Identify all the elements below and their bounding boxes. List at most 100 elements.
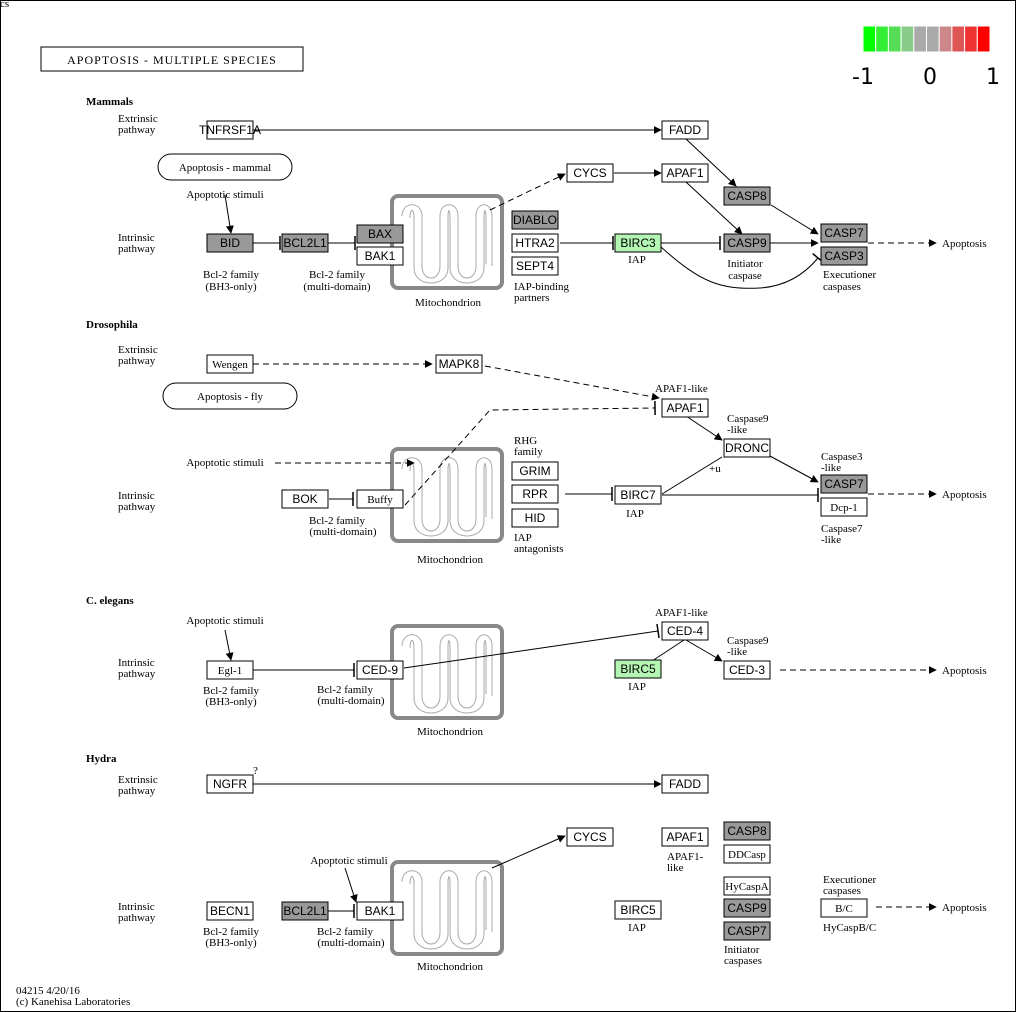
- gene-node-bak1[interactable]: BAK1: [356, 901, 404, 921]
- casp9-like-label-fly-2: -like: [727, 424, 747, 436]
- gene-node-hycaspa[interactable]: HyCaspA: [723, 876, 771, 896]
- mitochondrion-worm: [390, 624, 504, 720]
- gene-node-bcl2l1[interactable]: BCL2L1: [281, 901, 329, 921]
- gene-node-casp7[interactable]: CASP7: [820, 474, 868, 494]
- plus-u-label: +u: [709, 463, 721, 475]
- svg-text:pathway: pathway: [118, 501, 156, 513]
- page-title: APOPTOSIS - MULTIPLE SPECIES: [67, 53, 277, 67]
- pathway-label-mammal-intrinsic: Intrinsic pathway: [118, 232, 156, 255]
- gene-node-bcl2l1[interactable]: BCL2L1: [281, 233, 329, 253]
- gene-node-casp3[interactable]: CASP3: [820, 246, 868, 266]
- iap-binding-label-1: IAP-binding: [514, 281, 570, 293]
- gene-label: BCL2L1: [283, 236, 327, 250]
- stimuli-label-worm: Apoptotic stimuli: [186, 615, 263, 627]
- iap-label-mammal: IAP: [628, 254, 646, 266]
- gene-node-casp7[interactable]: CASP7: [723, 921, 771, 941]
- gene-label: CED-9: [362, 663, 398, 677]
- gene-node-apaf1[interactable]: APAF1: [661, 827, 709, 847]
- gene-node-ngfr[interactable]: NGFR: [206, 774, 254, 794]
- gene-node-ddcasp[interactable]: DDCasp: [723, 844, 771, 864]
- section-elegans: C. elegans: [86, 595, 134, 607]
- gene-label: HTRA2: [515, 236, 555, 250]
- apoptosis-label-fly: Apoptosis: [942, 489, 987, 501]
- gene-node-bc[interactable]: B/C: [820, 898, 868, 918]
- legend-tick-label: 1: [986, 65, 1000, 90]
- legend-swatch: [862, 25, 877, 53]
- multi-label-hydra-2: (multi-domain): [317, 937, 385, 949]
- edges: [224, 126, 937, 918]
- gene-node-wengen[interactable]: Wengen: [206, 354, 254, 374]
- gene-node-bid[interactable]: BID: [206, 233, 254, 253]
- gene-node-dronc[interactable]: DRONC: [723, 438, 771, 458]
- gene-node-ced9[interactable]: CED-9: [356, 660, 404, 680]
- gene-label: HyCaspA: [725, 881, 768, 893]
- gene-node-apaf1[interactable]: APAF1: [661, 163, 709, 183]
- gene-label: MAPK8: [439, 357, 480, 371]
- apoptosis-label-mammal: Apoptosis: [942, 238, 987, 250]
- gene-node-cycs[interactable]: CYCS: [566, 827, 614, 847]
- gene-node-casp9[interactable]: CASP9: [723, 233, 771, 253]
- gene-label: CASP9: [727, 236, 767, 250]
- gene-node-birc3[interactable]: BIRC3: [614, 233, 662, 253]
- gene-node-casp8[interactable]: CASP8: [723, 186, 771, 206]
- gene-node-sept4[interactable]: SEPT4: [511, 256, 559, 276]
- svg-text:Intrinsic: Intrinsic: [118, 901, 155, 913]
- map-link-apoptosis-mammal[interactable]: Apoptosis - mammal: [157, 153, 293, 181]
- gene-node-birc7[interactable]: BIRC7: [614, 485, 662, 505]
- gene-node-bax[interactable]: BAX: [356, 224, 404, 244]
- gene-label: GRIM: [519, 464, 550, 478]
- pathway-label-hydra-intrinsic: Intrinsic pathway: [118, 901, 156, 924]
- svg-text:Intrinsic: Intrinsic: [118, 232, 155, 244]
- gene-node-tnfrsf1a[interactable]: TNFRSF1A: [199, 120, 261, 140]
- gene-node-hid[interactable]: HID: [511, 508, 559, 528]
- gene-node-buffy[interactable]: Buffy: [356, 489, 404, 509]
- gene-node-casp7[interactable]: CASP7: [820, 223, 868, 243]
- gene-node-rpr[interactable]: RPR: [511, 484, 559, 504]
- gene-node-casp9[interactable]: CASP9: [723, 898, 771, 918]
- pathway-label-mammal-extrinsic: Extrinsic pathway: [118, 113, 158, 136]
- hycaspbc-label: HyCaspB/C: [823, 922, 876, 934]
- gene-node-birc5[interactable]: BIRC5: [614, 900, 662, 920]
- gene-node-bok[interactable]: BOK: [281, 489, 329, 509]
- executioner-label-mammal-1: Executioner: [823, 269, 876, 281]
- gene-node-cycs[interactable]: CYCS: [566, 163, 614, 183]
- multi-label-worm-1: Bcl-2 family: [317, 684, 373, 696]
- executioner-label-hydra-2: caspases: [823, 885, 861, 897]
- gene-label: CASP7: [727, 924, 767, 938]
- initiator-label-mammal-1: Initiator: [727, 258, 763, 270]
- gene-node-birc5[interactable]: BIRC5: [614, 659, 662, 679]
- multi-label-worm-2: (multi-domain): [317, 695, 385, 707]
- corner-label: cs: [0, 0, 9, 10]
- gene-node-casp8[interactable]: CASP8: [723, 821, 771, 841]
- gene-label: APAF1: [666, 830, 703, 844]
- gene-node-ced3[interactable]: CED-3: [723, 660, 771, 680]
- legend-swatch: [875, 25, 889, 53]
- gene-node-fadd[interactable]: FADD: [661, 120, 709, 140]
- gene-node-mapk8[interactable]: MAPK8: [435, 354, 483, 374]
- gene-node-becn1[interactable]: BECN1: [206, 901, 254, 921]
- legend-tick-label: 0: [923, 65, 937, 90]
- gene-node-grim[interactable]: GRIM: [511, 461, 559, 481]
- gene-label: BIRC5: [620, 662, 656, 676]
- gene-node-apaf1[interactable]: APAF1: [661, 398, 709, 418]
- gene-node-diablo[interactable]: DIABLO: [511, 210, 559, 230]
- multi-label-fly-1: Bcl-2 family: [309, 515, 365, 527]
- bh3-label-mammal-2: (BH3-only): [205, 281, 257, 293]
- pathway-label-fly-extrinsic: Extrinsic pathway: [118, 344, 158, 367]
- gene-label: APAF1: [666, 401, 703, 415]
- casp7-like-label-1: Caspase7: [821, 523, 863, 535]
- legend-swatch: [900, 25, 915, 53]
- gene-node-egl1[interactable]: Egl-1: [206, 660, 254, 680]
- apaf1-like-label-fly: APAF1-like: [655, 383, 708, 395]
- gene-node-fadd[interactable]: FADD: [661, 774, 709, 794]
- apaf1-like-label-worm: APAF1-like: [655, 607, 708, 619]
- map-link-apoptosis-fly[interactable]: Apoptosis - fly: [162, 382, 298, 410]
- legend-swatch: [926, 25, 940, 53]
- gene-node-bak1[interactable]: BAK1: [356, 246, 404, 266]
- gene-node-htra2[interactable]: HTRA2: [511, 233, 559, 253]
- gene-label: CASP8: [727, 189, 767, 203]
- gene-node-ced4[interactable]: CED-4: [661, 621, 709, 641]
- gene-node-dcp1[interactable]: Dcp-1: [820, 497, 868, 517]
- gene-label: SEPT4: [516, 259, 554, 273]
